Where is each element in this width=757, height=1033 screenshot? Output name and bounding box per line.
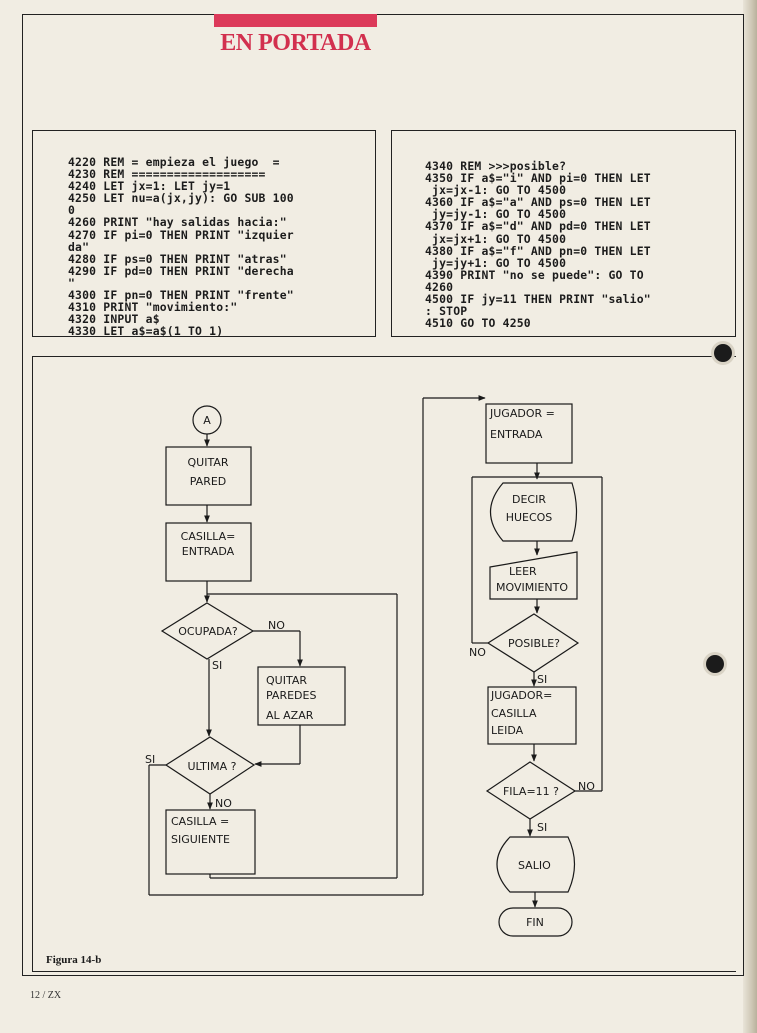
quitar-paredes-line3: AL AZAR xyxy=(266,709,314,722)
code-right-line: 4340 REM >>>posible? xyxy=(425,159,567,173)
code-left-line: " xyxy=(68,275,76,290)
code-listing-box-right xyxy=(391,130,736,337)
code-right-line: 4370 IF a$="d" AND pd=0 THEN LET xyxy=(425,219,651,234)
code-right-line: 4260 xyxy=(425,279,454,294)
section-title: EN PORTADA xyxy=(220,30,371,56)
casilla-entrada-line2: ENTRADA xyxy=(182,545,235,558)
ocupada-decision xyxy=(160,602,255,660)
page-frame xyxy=(22,14,744,976)
binder-hole-bottom xyxy=(706,655,724,673)
ocupada-label: OCUPADA? xyxy=(178,625,238,638)
code-right-line: 4360 IF a$="a" AND ps=0 THEN LET xyxy=(425,195,651,210)
si-label-ultima: SI xyxy=(145,753,155,766)
page-edge xyxy=(743,0,757,1033)
jugador-entrada-line2: ENTRADA xyxy=(490,428,543,441)
leer-movimiento-input xyxy=(489,551,578,600)
casilla-siguiente-line2: SIGUIENTE xyxy=(171,833,230,846)
no-label-ocupada: NO xyxy=(268,619,285,632)
code-right-line: : STOP xyxy=(425,304,468,319)
code-left-line: da" xyxy=(68,239,90,254)
quitar-paredes-line2: PAREDES xyxy=(266,689,316,702)
no-label-ultima: NO xyxy=(215,797,232,810)
code-right-line: 4390 PRINT "no se puede": GO TO xyxy=(425,267,644,282)
code-right-line: 4510 GO TO 4250 xyxy=(425,316,531,331)
code-left-line: 4330 LET a$=a$(1 TO 1) xyxy=(68,324,224,339)
flowchart-frame xyxy=(32,356,736,972)
page-number: 12 / ZX xyxy=(30,990,62,1001)
code-right-line: jy=jy+1: GO TO 4500 xyxy=(425,255,567,270)
code-right-line: 4350 IF a$="i" AND pi=0 THEN LET xyxy=(425,171,651,186)
si-label-fila: SI xyxy=(537,821,547,834)
decir-huecos-line2: HUECOS xyxy=(506,511,553,524)
code-right-line: jx=jx+1: GO TO 4500 xyxy=(425,231,567,246)
code-right-line: 4380 IF a$="f" AND pn=0 THEN LET xyxy=(425,243,651,258)
quitar-paredes-box xyxy=(257,666,346,726)
casilla-entrada-line1: CASILLA= xyxy=(181,530,236,543)
no-label-posible: NO xyxy=(469,646,486,659)
code-left-line: 4320 INPUT a$ xyxy=(68,312,160,327)
figure-caption: Figura 14-b xyxy=(46,954,102,966)
jugador-casilla-line1: JUGADOR= xyxy=(490,689,552,702)
code-left-line: 4220 REM = empieza el juego = xyxy=(68,155,280,169)
leer-movimiento-line2: MOVIMIENTO xyxy=(496,581,568,594)
fin-label: FIN xyxy=(526,916,544,929)
binder-hole-top xyxy=(714,344,732,362)
jugador-casilla-box xyxy=(487,686,577,745)
posible-label: POSIBLE? xyxy=(508,637,560,650)
jugador-casilla-line3: LEIDA xyxy=(491,724,524,737)
casilla-siguiente-line1: CASILLA = xyxy=(171,815,229,828)
si-label-ocupada: SI xyxy=(212,659,222,672)
section-color-bar xyxy=(214,14,377,27)
quitar-pared-box xyxy=(165,446,252,506)
quitar-pared-line2: PARED xyxy=(190,475,227,488)
code-listing-box-left xyxy=(32,130,376,337)
code-listing-right: 4340 REM >>>posible?4350 IF a$="i" AND p… xyxy=(425,160,651,329)
code-right-line: jx=jx-1: GO TO 4500 xyxy=(425,183,567,198)
casilla-entrada-box xyxy=(165,522,252,582)
code-left-line: 4270 IF pi=0 THEN PRINT "izquier xyxy=(68,227,294,242)
jugador-entrada-line1: JUGADOR = xyxy=(489,407,555,420)
code-left-line: 4230 REM =================== xyxy=(68,167,266,182)
code-left-line: 4290 IF pd=0 THEN PRINT "derecha xyxy=(68,263,294,278)
fila-label: FILA=11 ? xyxy=(503,785,559,798)
salio-label: SALIO xyxy=(518,859,551,872)
code-left-line: 4240 LET jx=1: LET jy=1 xyxy=(68,179,231,194)
code-left-line: 4310 PRINT "movimiento:" xyxy=(68,300,238,315)
jugador-entrada-box xyxy=(485,403,573,464)
quitar-pared-line1: QUITAR xyxy=(188,456,229,469)
code-left-line: 4250 LET nu=a(jx,jy): GO SUB 100 xyxy=(68,191,294,206)
jugador-casilla-line2: CASILLA xyxy=(491,707,537,720)
no-label-fila: NO xyxy=(578,780,595,793)
code-listing-left: 4220 REM = empieza el juego =4230 REM ==… xyxy=(68,155,294,339)
salio-display xyxy=(496,836,576,893)
si-label-posible: SI xyxy=(537,673,547,686)
code-right-line: jy=jy-1: GO TO 4500 xyxy=(425,207,567,222)
quitar-paredes-line1: QUITAR xyxy=(266,674,307,687)
fin-terminator xyxy=(498,907,573,937)
start-label: A xyxy=(203,414,211,427)
code-left-line: 4300 IF pn=0 THEN PRINT "frente" xyxy=(68,288,294,303)
code-left-line: 0 xyxy=(68,203,76,218)
code-right-line: 4500 IF jy=11 THEN PRINT "salio" xyxy=(425,292,651,307)
code-left-line: 4280 IF ps=0 THEN PRINT "atras" xyxy=(68,251,287,266)
decir-huecos-line1: DECIR xyxy=(512,493,546,506)
code-left-line: 4260 PRINT "hay salidas hacia:" xyxy=(68,215,287,230)
leer-movimiento-line1: LEER xyxy=(509,565,537,578)
ultima-label: ULTIMA ? xyxy=(188,760,237,773)
